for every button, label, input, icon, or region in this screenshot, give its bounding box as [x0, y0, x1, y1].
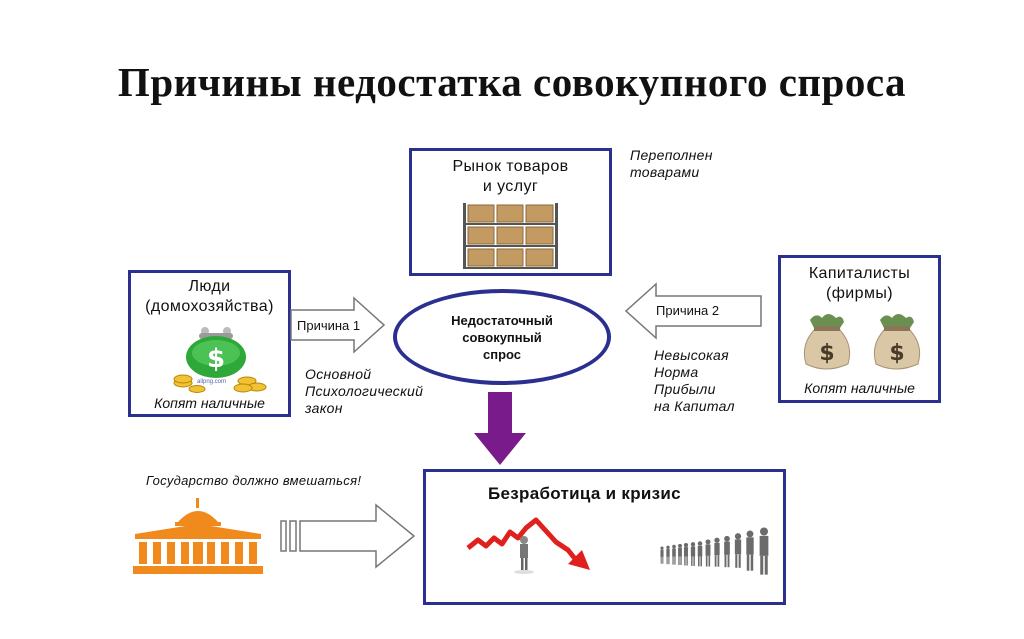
cause2-note-line4: на Капитал — [654, 398, 735, 414]
svg-text:$: $ — [889, 341, 904, 366]
market-note-line2: товарами — [630, 164, 700, 180]
market-box: Рынок товаров и услуг — [409, 148, 612, 276]
people-watermark: allpng.com — [197, 379, 227, 385]
capitalists-caption: Копят наличные — [804, 380, 915, 396]
cause1-note-line2: Психологический — [305, 383, 424, 399]
market-note-line1: Переполнен — [630, 147, 713, 163]
cause1-arrow — [290, 296, 386, 354]
center-line1: Недостаточный — [451, 312, 553, 328]
money-bag-icon: $ $ — [803, 314, 921, 370]
boxes-shelf-icon — [463, 203, 558, 269]
unemployed-queue-icon — [660, 527, 769, 575]
cause2-note-line3: Прибыли — [654, 381, 716, 397]
people-caption: Копят наличные — [154, 395, 265, 411]
center-line2: совокупный — [462, 329, 542, 345]
piggy-purse-icon: $ — [173, 327, 267, 393]
capitalists-box: Капиталисты (фирмы) $ $ Копят наличные — [778, 255, 941, 403]
market-label-line2: и услуг — [482, 178, 539, 195]
crisis-label: Безработица и кризис — [488, 484, 681, 503]
capitalists-label-line1: Капиталисты — [808, 265, 911, 282]
cause2-label: Причина 2 — [656, 303, 720, 318]
intervention-arrow — [280, 503, 416, 569]
capitalists-label-line2: (фирмы) — [826, 285, 893, 302]
market-label-line1: Рынок товаров — [452, 158, 569, 175]
falling-chart-icon — [466, 517, 590, 574]
page-title: Причины недостатка совокупного спроса — [117, 59, 907, 105]
cause2-note-line1: Невысокая — [654, 347, 729, 363]
crisis-box: Безработица и кризис — [423, 469, 786, 605]
government-building-icon — [133, 498, 263, 574]
people-box: Люди (домохозяйства) $ allpng.com Копят … — [128, 270, 291, 417]
svg-text:$: $ — [819, 341, 834, 366]
svg-text:$: $ — [207, 344, 225, 374]
people-label-line1: Люди — [188, 278, 231, 295]
center-line3: спрос — [482, 346, 522, 362]
cause1-label: Причина 1 — [297, 318, 361, 333]
cause2-note-line2: Норма — [654, 364, 699, 380]
down-arrow — [474, 392, 526, 465]
people-label-line2: (домохозяйства) — [145, 298, 274, 315]
state-note: Государство должно вмешаться! — [146, 473, 362, 488]
cause1-note-line1: Основной — [305, 366, 372, 382]
center-oval: Недостаточный совокупный спрос — [393, 289, 611, 385]
cause1-note-line3: закон — [305, 400, 343, 416]
cause2-arrow — [624, 282, 762, 340]
